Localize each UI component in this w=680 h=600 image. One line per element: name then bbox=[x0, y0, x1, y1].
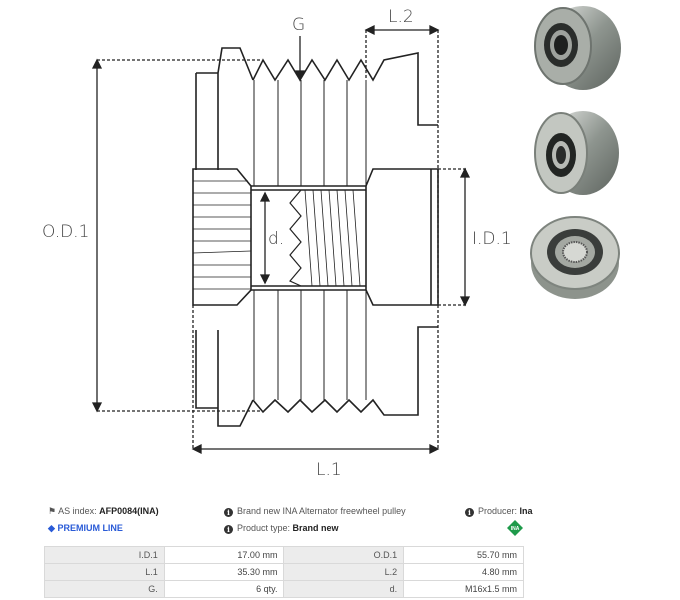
product-type-label: Product type: bbox=[237, 523, 291, 533]
as-index-value: AFP0084(INA) bbox=[99, 506, 159, 516]
specs-table: I.D.1 17.00 mm O.D.1 55.70 mm L.1 35.30 … bbox=[44, 546, 524, 598]
description-text: Brand new INA Alternator freewheel pulle… bbox=[237, 506, 406, 516]
product-type-value: Brand new bbox=[292, 523, 339, 533]
spec-key: d. bbox=[283, 580, 405, 598]
spec-key: I.D.1 bbox=[44, 546, 165, 564]
spec-value: 4.80 mm bbox=[403, 563, 524, 581]
table-row: I.D.1 17.00 mm O.D.1 55.70 mm bbox=[44, 546, 524, 564]
spec-key: L.2 bbox=[283, 563, 405, 581]
tag-icon: ⚑ bbox=[48, 506, 57, 516]
producer-value: Ina bbox=[519, 506, 533, 516]
producer-label: Producer: bbox=[478, 506, 518, 516]
spec-value: M16x1.5 mm bbox=[403, 580, 524, 598]
table-row: L.1 35.30 mm L.2 4.80 mm bbox=[44, 563, 524, 581]
as-index-label: AS index: bbox=[58, 506, 97, 516]
thread-diameter-label: d. bbox=[268, 229, 284, 249]
diamond-icon: ◆ bbox=[48, 523, 55, 533]
product-info: ⚑ AS index: AFP0084(INA) ◆ PREMIUM LINE … bbox=[44, 500, 533, 540]
inner-diameter-label: I.D.1 bbox=[472, 229, 512, 249]
top-grooves bbox=[252, 52, 438, 126]
bottom-grooves bbox=[252, 326, 438, 416]
description: i Brand new INA Alternator freewheel pull… bbox=[224, 504, 406, 518]
premium-line-badge: ◆ PREMIUM LINE bbox=[48, 521, 123, 535]
groove-label: G bbox=[292, 15, 305, 35]
spec-key: G. bbox=[44, 580, 165, 598]
left-flange bbox=[195, 47, 254, 427]
spec-key: O.D.1 bbox=[283, 546, 405, 564]
spec-value: 35.30 mm bbox=[163, 563, 285, 581]
info-icon: i bbox=[224, 525, 233, 534]
spec-key: L.1 bbox=[44, 563, 165, 581]
spline-hub bbox=[192, 168, 252, 306]
info-icon: i bbox=[224, 508, 233, 517]
product-photo-3[interactable] bbox=[525, 205, 625, 305]
groove-lines bbox=[253, 80, 367, 400]
table-row: G. 6 qty. d. M16x1.5 mm bbox=[44, 580, 524, 598]
thread-profile bbox=[289, 189, 302, 287]
outer-diameter-label: O.D.1 bbox=[42, 222, 89, 242]
pulley-technical-drawing: G L.2 O.D.1 d. I.D.1 L.1 bbox=[42, 7, 512, 480]
right-hub bbox=[365, 168, 439, 306]
product-photos bbox=[525, 0, 625, 310]
spec-value: 55.70 mm bbox=[403, 546, 524, 564]
as-index: ⚑ AS index: AFP0084(INA) bbox=[48, 504, 159, 518]
bore bbox=[251, 185, 366, 291]
length1-label: L.1 bbox=[316, 460, 342, 480]
spec-value: 6 qty. bbox=[163, 580, 285, 598]
ina-logo-icon: INA bbox=[507, 520, 523, 536]
length2-label: L.2 bbox=[388, 7, 414, 27]
spec-value: 17.00 mm bbox=[163, 546, 285, 564]
producer: i Producer: Ina bbox=[465, 504, 533, 518]
product-type: i Product type: Brand new bbox=[224, 521, 339, 535]
ina-logo-text: INA bbox=[511, 526, 520, 532]
info-icon: i bbox=[465, 508, 474, 517]
premium-line-label: PREMIUM LINE bbox=[57, 523, 123, 533]
product-photo-2[interactable] bbox=[525, 103, 625, 203]
product-photo-1[interactable] bbox=[525, 0, 625, 100]
